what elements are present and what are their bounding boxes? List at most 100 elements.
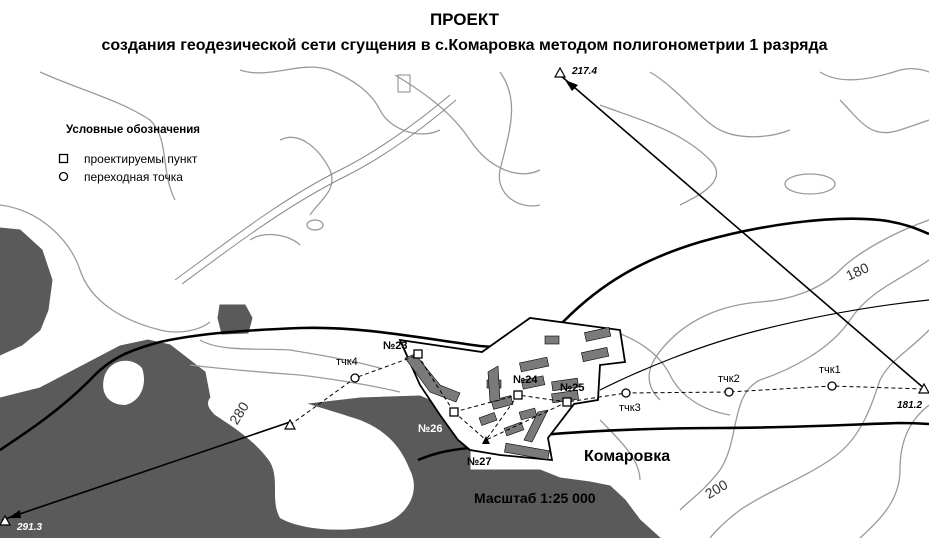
building [504, 442, 550, 461]
contour-line [599, 104, 718, 206]
project-points [413, 349, 572, 417]
label-tchk2: тчк2 [718, 373, 740, 385]
track-line [174, 94, 451, 281]
building [551, 377, 579, 392]
building [584, 327, 612, 342]
square-n26-icon [449, 407, 459, 417]
clearing-1 [103, 360, 145, 405]
settlement-name: Комаровка [584, 448, 670, 465]
page-subtitle: создания геодезической сети сгущения в с… [101, 37, 828, 54]
track-line [181, 99, 457, 285]
legend-label: проектируемы пункт [84, 152, 198, 166]
building-long [487, 365, 501, 403]
square-n23-icon [413, 349, 423, 359]
arrow-head [8, 510, 21, 518]
building-long [523, 409, 549, 443]
traverse-line [453, 411, 487, 441]
roads [0, 217, 929, 462]
contour-line [859, 404, 929, 538]
forest-mid-small [217, 304, 253, 335]
circle-tchk3-icon [621, 388, 631, 398]
village-outline [398, 317, 627, 462]
square-n24-icon [513, 390, 523, 400]
triangle-n27-icon [482, 436, 490, 444]
label-n27: №27 [467, 456, 492, 468]
contour-line [199, 339, 381, 369]
track [174, 74, 457, 285]
label-tchk3: тчк3 [619, 402, 641, 414]
contour-line [819, 67, 929, 81]
clearing-2 [207, 382, 414, 530]
square-icon [58, 153, 69, 164]
contour-lines [0, 66, 929, 538]
contour-line [609, 329, 731, 416]
road-south [417, 446, 471, 462]
label-n23: №23 [383, 340, 408, 352]
contour-oval [784, 173, 836, 195]
legend-item-circle: переходная точка [58, 170, 183, 184]
contour-line [0, 204, 211, 333]
legend-label: переходная точка [84, 170, 183, 184]
buildings [404, 327, 612, 461]
clearings [103, 360, 414, 530]
contour-line [394, 74, 541, 175]
label-n24: №24 [513, 374, 538, 386]
arrow-heads [8, 80, 578, 518]
circle-tchk1-icon [827, 381, 837, 391]
contour-line [239, 66, 441, 135]
arrow-head [565, 80, 578, 91]
label-217: 217.4 [571, 66, 597, 77]
circle-tchk2-icon [724, 387, 734, 397]
road-upper [0, 217, 929, 452]
contour-oval [306, 219, 324, 231]
building [544, 335, 560, 345]
building [519, 356, 550, 373]
triangulation-points [0, 66, 929, 526]
page-title: ПРОЕКТ [429, 10, 500, 29]
label-291-3: 291.3 [16, 522, 42, 533]
legend-item-square: проектируемы пункт [58, 152, 197, 166]
building [518, 407, 538, 421]
label-291-2: 291.2 [298, 422, 324, 433]
legend-heading: Условные обозначения [66, 124, 201, 136]
contour-line [599, 419, 641, 481]
centre-point [482, 436, 490, 444]
square-n25-icon [562, 397, 572, 407]
label-n25: №25 [560, 382, 585, 394]
building [490, 395, 514, 410]
contour-line [39, 71, 176, 201]
contour-line [279, 136, 333, 216]
contour-label-200: 200 [702, 476, 730, 502]
village [398, 317, 627, 462]
triangle-291-3-icon [0, 514, 12, 526]
triangle-217-icon [553, 66, 567, 78]
label-tchk4: тчк4 [336, 356, 358, 368]
traverse-line [485, 401, 568, 441]
map-scale: Масштаб 1:25 000 [474, 490, 596, 506]
label-181: 181.2 [897, 400, 922, 411]
road-thin [599, 299, 929, 391]
forest-left [0, 227, 53, 356]
traverse-line [485, 394, 519, 441]
contour-line [839, 99, 929, 134]
contour-line [679, 259, 929, 511]
building [521, 375, 546, 390]
track-box [397, 74, 411, 93]
contour-line [709, 329, 929, 538]
label-tchk1: тчк1 [819, 364, 841, 376]
contour-line [648, 219, 929, 401]
line-217-181 [559, 74, 927, 391]
secondary-roads [599, 299, 929, 391]
triangle-181-icon [917, 382, 929, 394]
contour-line [189, 364, 401, 393]
road-lower [539, 421, 929, 437]
circle-tchk4-icon [350, 373, 360, 383]
building [581, 347, 610, 362]
contour-line [649, 71, 791, 138]
contour-line [498, 71, 541, 207]
triangulation-lines [1, 74, 927, 521]
transition-points [350, 373, 837, 398]
label-n26: №26 [418, 423, 443, 435]
